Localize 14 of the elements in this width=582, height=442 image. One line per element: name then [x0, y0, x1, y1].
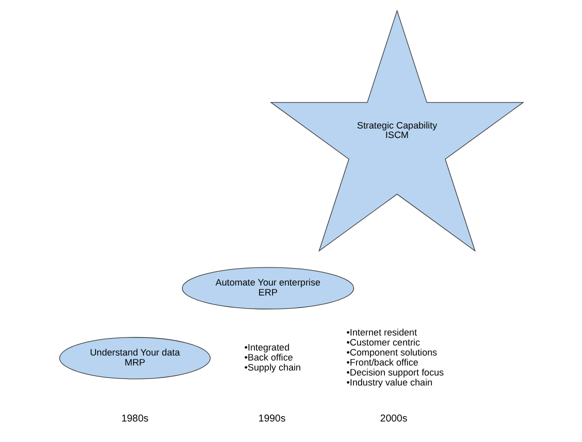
node-label: •Customer centric [346, 338, 420, 348]
node-label: •Component solutions [346, 348, 437, 358]
label: 2000s [380, 414, 407, 425]
node-label: •Front/back office [346, 358, 418, 368]
label: 1980s [120, 414, 148, 425]
node-ellipse: Understand Your data MRP [58, 337, 210, 380]
node-label: •Back office [244, 352, 292, 363]
node-label: •Integrated [244, 342, 289, 353]
node-label: •Supply chain [244, 362, 300, 373]
label: 1990s [258, 414, 286, 425]
node-ellipse: Automate Your enterprise ERP [181, 267, 354, 310]
node-label: •Internet resident [346, 328, 416, 338]
node-label: •Decision support focus [346, 368, 444, 378]
node-label: •Industry value chain [346, 378, 432, 388]
